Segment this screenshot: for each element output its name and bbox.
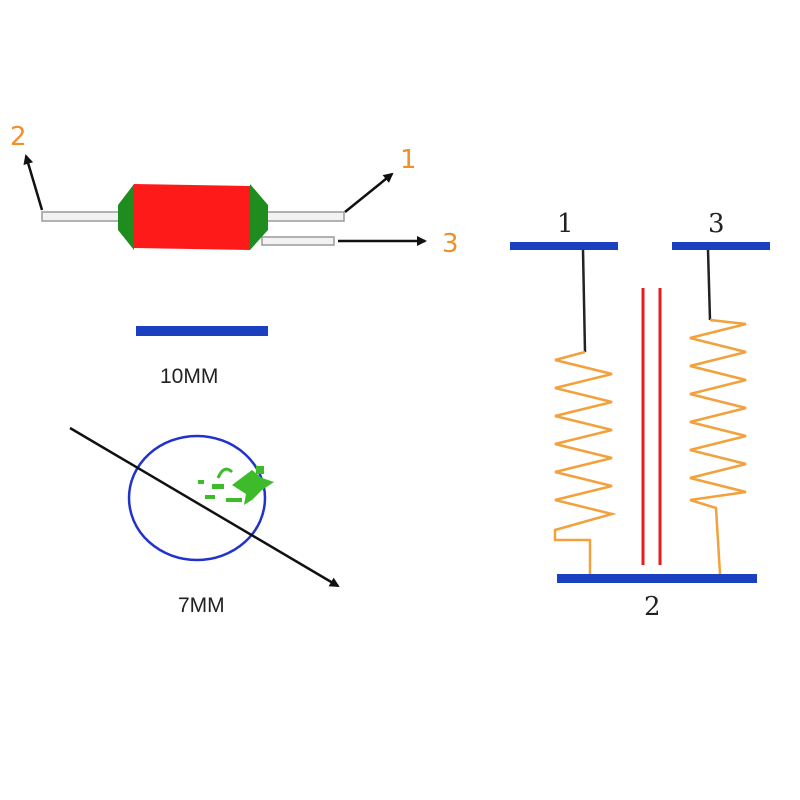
length-dimension-label: 10MM [160, 365, 218, 388]
component-body [134, 184, 250, 250]
terminal-bar-1 [510, 242, 618, 250]
terminal-3-label: 3 [708, 209, 725, 239]
pin-3-label: 3 [442, 229, 459, 259]
end-view-circle [127, 434, 267, 562]
section-arrow [69, 426, 340, 588]
terminal-1-label: 1 [557, 209, 574, 239]
lead-wire-3 [706, 249, 712, 321]
coil-right [689, 318, 747, 575]
lead-right-top [261, 211, 345, 222]
green-marking [198, 466, 274, 505]
end-cap-right [250, 184, 268, 250]
pin-2-arrow [23, 154, 44, 211]
scale-bar [136, 326, 268, 336]
terminal-2-label: 2 [644, 592, 661, 622]
pin-1-arrow [344, 172, 394, 213]
diameter-dimension-label: 7MM [178, 594, 225, 617]
coil-left [553, 350, 617, 574]
pin-2-label: 2 [10, 122, 27, 152]
lead-wire-1 [581, 249, 587, 353]
schematic: 1 3 2 [510, 209, 770, 622]
terminal-bar-2 [557, 574, 757, 583]
component-side-view: 2 1 3 10MM [10, 122, 459, 388]
component-end-view: 7MM [69, 426, 340, 617]
lead-right-bottom [261, 236, 335, 246]
terminal-bar-3 [672, 242, 770, 250]
end-cap-left [118, 184, 134, 250]
pin-1-label: 1 [400, 145, 417, 175]
